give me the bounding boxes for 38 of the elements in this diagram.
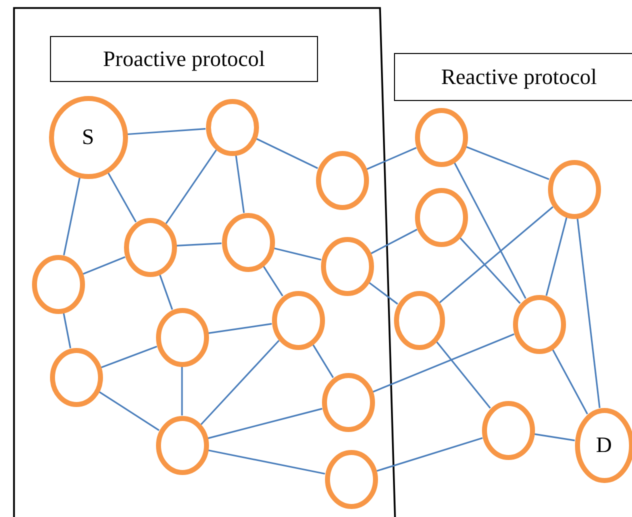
node-label: D [596, 432, 612, 458]
link-line [376, 437, 483, 472]
link-line [454, 162, 526, 299]
link-line [546, 217, 568, 296]
link-line [208, 408, 322, 440]
link-line [576, 218, 600, 408]
link-line [235, 155, 245, 213]
link-line [200, 340, 280, 426]
link-line [107, 172, 137, 222]
link-line [62, 312, 72, 348]
link-line [534, 433, 575, 442]
link-line [181, 366, 183, 416]
link-line [368, 282, 398, 305]
link-line [312, 344, 334, 378]
link-line [159, 274, 173, 310]
link-line [274, 248, 322, 260]
link-line [436, 341, 491, 409]
label-box: Reactive protocol [394, 53, 632, 101]
link-line [552, 348, 588, 414]
link-line [439, 206, 554, 304]
label-box: Proactive protocol [50, 36, 318, 82]
link-line [165, 150, 217, 224]
link-line [466, 146, 550, 180]
link-line [372, 333, 514, 393]
link-line [370, 228, 418, 254]
link-line [98, 391, 160, 431]
link-line [366, 147, 417, 170]
link-line [208, 449, 326, 475]
link-line [82, 256, 126, 275]
link-line [256, 138, 318, 169]
link-line [176, 242, 222, 246]
node-label: S [82, 124, 94, 150]
link-line [100, 346, 158, 368]
link-line [459, 237, 521, 304]
link-line [63, 177, 80, 256]
link-line [208, 323, 272, 334]
link-line [127, 128, 206, 136]
link-line [262, 266, 284, 296]
